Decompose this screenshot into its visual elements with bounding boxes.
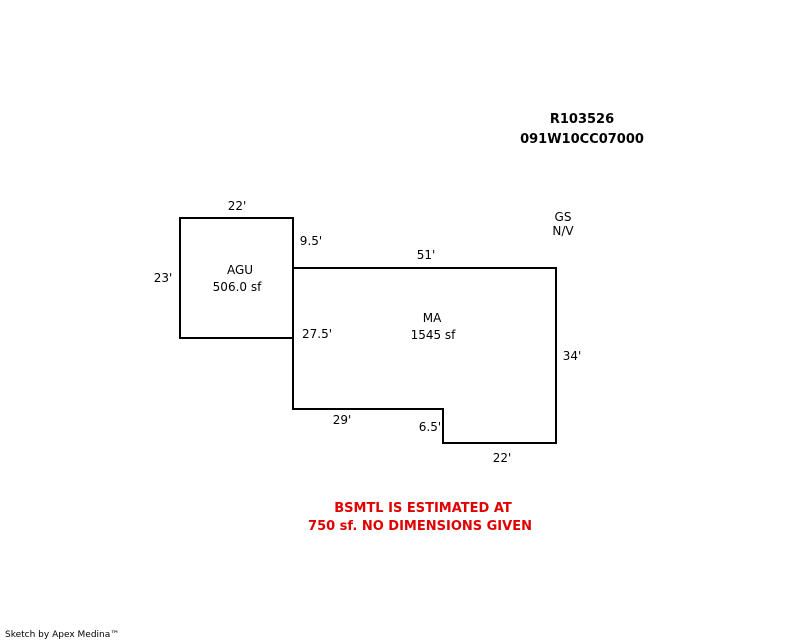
agu-label: AGU — [226, 263, 254, 277]
record-id: R103526 — [549, 112, 615, 127]
dim-ma-right: 34' — [562, 349, 582, 363]
ma-label: MA — [422, 311, 442, 325]
dim-ma-bottom-left: 29' — [332, 413, 352, 427]
ma-area: 1545 sf — [410, 328, 456, 342]
dim-ma-top: 51' — [416, 248, 436, 262]
agu-outline — [179, 217, 294, 339]
dim-agu-left: 23' — [153, 271, 173, 285]
dim-ma-bottom-right: 22' — [492, 451, 512, 465]
dim-agu-top: 22' — [227, 199, 247, 213]
ma-outline — [292, 267, 557, 444]
basement-note-line1: BSMTL IS ESTIMATED AT — [334, 501, 512, 516]
agu-area: 506.0 sf — [212, 280, 262, 294]
dim-ma-left: 27.5' — [301, 327, 333, 341]
gs-label: GS — [554, 210, 572, 224]
footer-credit: Sketch by Apex Medina™ — [5, 630, 120, 640]
nv-label: N/V — [552, 224, 574, 238]
basement-note-line2: 750 sf. NO DIMENSIONS GIVEN — [308, 519, 532, 534]
dim-ma-upper-left: 9.5' — [299, 234, 323, 248]
parcel-id: 091W10CC07000 — [520, 132, 644, 147]
dim-ma-step: 6.5' — [418, 420, 442, 434]
